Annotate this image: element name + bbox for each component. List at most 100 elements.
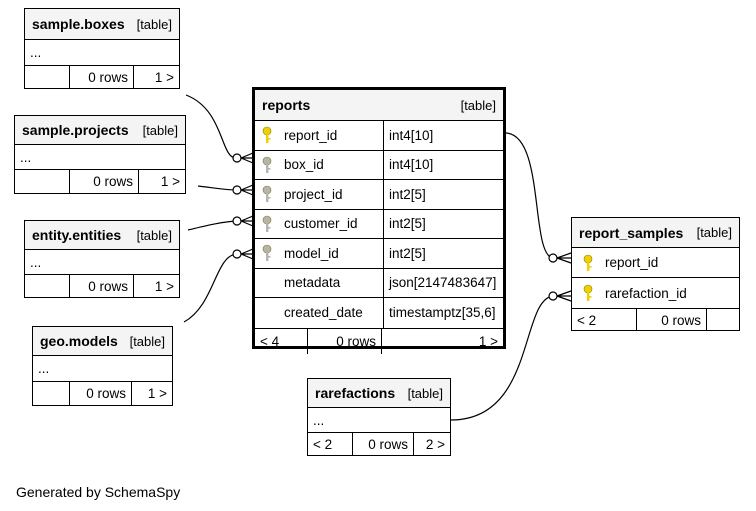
table-header: report_samples [table] [572, 218, 739, 248]
table-type: [table] [696, 225, 732, 240]
footer-left[interactable]: < 2 [577, 312, 597, 328]
table-type: [table] [136, 227, 172, 243]
column-name: box_id [284, 157, 324, 173]
footer-left [15, 170, 69, 193]
ellipsis: ... [30, 254, 42, 270]
footer-right [706, 309, 739, 331]
foreign-key-icon [260, 215, 274, 233]
ellipsis-row: ... [308, 408, 450, 433]
column-list: report_id rarefaction_id [572, 248, 739, 308]
table-footer: < 4 0 rows 1 > [255, 327, 503, 354]
ellipsis-row: ... [25, 40, 179, 66]
column-type: int4[10] [383, 150, 503, 179]
footer-left [25, 66, 69, 88]
footer-right[interactable]: 1 > [133, 275, 179, 297]
column-type: int2[5] [383, 209, 503, 238]
footer-left[interactable]: < 2 [313, 436, 333, 452]
fk-line-box [185, 94, 238, 159]
table-footer: < 2 0 rows 2 > [308, 433, 450, 455]
column-type: int4[10] [383, 121, 503, 150]
column-row-box-id[interactable]: box_id int4[10] [255, 150, 503, 180]
column-name: model_id [284, 245, 339, 261]
foreign-key-icon [260, 244, 274, 262]
row-count: 0 rows [352, 433, 413, 455]
table-type: [table] [142, 122, 178, 138]
column-type: json[2147483647] [383, 268, 503, 297]
ellipsis: ... [30, 45, 42, 60]
table-name: geo.models [40, 333, 118, 349]
table-header: rarefactions [table] [308, 379, 450, 408]
column-name-cell: metadata [255, 269, 383, 298]
column-name-cell: report_id [255, 121, 383, 150]
row-count: 0 rows [307, 328, 381, 354]
column-row-report-id[interactable]: report_id int4[10] [255, 121, 503, 151]
column-row-project-id[interactable]: project_id int2[5] [255, 180, 503, 210]
column-row-rarefaction-id[interactable]: rarefaction_id [572, 278, 739, 308]
footer-right[interactable]: 1 > [138, 170, 185, 193]
table-name: sample.boxes [32, 16, 125, 32]
column-row-metadata[interactable]: metadata json[2147483647] [255, 268, 503, 298]
table-rarefactions[interactable]: rarefactions [table] ... < 2 0 rows 2 > [307, 378, 451, 456]
column-name-cell: report_id [572, 248, 739, 277]
footer-right[interactable]: 2 > [413, 433, 450, 455]
row-count: 0 rows [69, 382, 131, 405]
table-name: rarefactions [315, 385, 396, 401]
column-row-customer-id[interactable]: customer_id int2[5] [255, 209, 503, 239]
table-name: reports [262, 97, 311, 113]
table-header: sample.projects [table] [15, 116, 185, 145]
table-footer: 0 rows 1 > [15, 170, 185, 193]
ellipsis: ... [38, 361, 50, 376]
table-type: [table] [460, 97, 496, 113]
table-footer: 0 rows 1 > [25, 66, 179, 88]
footer-left [33, 382, 69, 405]
table-footer: 0 rows 1 > [25, 275, 179, 297]
column-row-report-id[interactable]: report_id [572, 248, 739, 278]
column-name-cell: box_id [255, 151, 383, 180]
table-header: reports [table] [255, 90, 503, 121]
table-name: report_samples [579, 224, 684, 241]
row-count: 0 rows [69, 170, 138, 193]
column-type: int2[5] [383, 180, 503, 209]
column-name-cell: project_id [255, 180, 383, 209]
column-name: report_id [605, 255, 659, 270]
table-type: [table] [407, 385, 443, 401]
primary-key-icon [581, 254, 595, 272]
table-header: entity.entities [table] [25, 221, 179, 250]
footer-right[interactable]: 1 > [381, 328, 503, 354]
footer-left[interactable]: < 4 [260, 333, 280, 349]
table-sample-boxes[interactable]: sample.boxes [table] ... 0 rows 1 > [24, 8, 180, 89]
fk-line-model [183, 253, 238, 323]
table-entity-entities[interactable]: entity.entities [table] ... 0 rows 1 > [24, 220, 180, 298]
footer-right[interactable]: 1 > [133, 66, 179, 88]
ellipsis: ... [313, 412, 325, 428]
table-sample-projects[interactable]: sample.projects [table] ... 0 rows 1 > [14, 115, 186, 194]
column-name: customer_id [284, 216, 358, 232]
table-report-samples[interactable]: report_samples [table] report_id rarefact… [571, 217, 740, 331]
column-name-cell: model_id [255, 239, 383, 268]
column-name: report_id [284, 127, 338, 143]
footer-left [25, 275, 69, 297]
column-name: metadata [284, 275, 341, 291]
table-name: entity.entities [32, 227, 122, 243]
primary-key-icon [581, 284, 595, 302]
ellipsis-row: ... [15, 145, 185, 170]
column-name-cell: customer_id [255, 210, 383, 239]
table-name: sample.projects [22, 122, 129, 138]
foreign-key-icon [260, 185, 274, 203]
column-name-cell: created_date [255, 298, 383, 328]
table-geo-models[interactable]: geo.models [table] ... 0 rows 1 > [32, 326, 173, 406]
primary-key-icon [260, 126, 274, 144]
footer-right[interactable]: 1 > [131, 382, 172, 405]
row-count: 0 rows [636, 309, 706, 331]
ellipsis-row: ... [33, 356, 172, 382]
row-count: 0 rows [69, 66, 133, 88]
foreign-key-icon [260, 156, 274, 174]
column-name: project_id [284, 186, 343, 202]
column-name: rarefaction_id [605, 285, 687, 301]
table-type: [table] [136, 16, 172, 32]
